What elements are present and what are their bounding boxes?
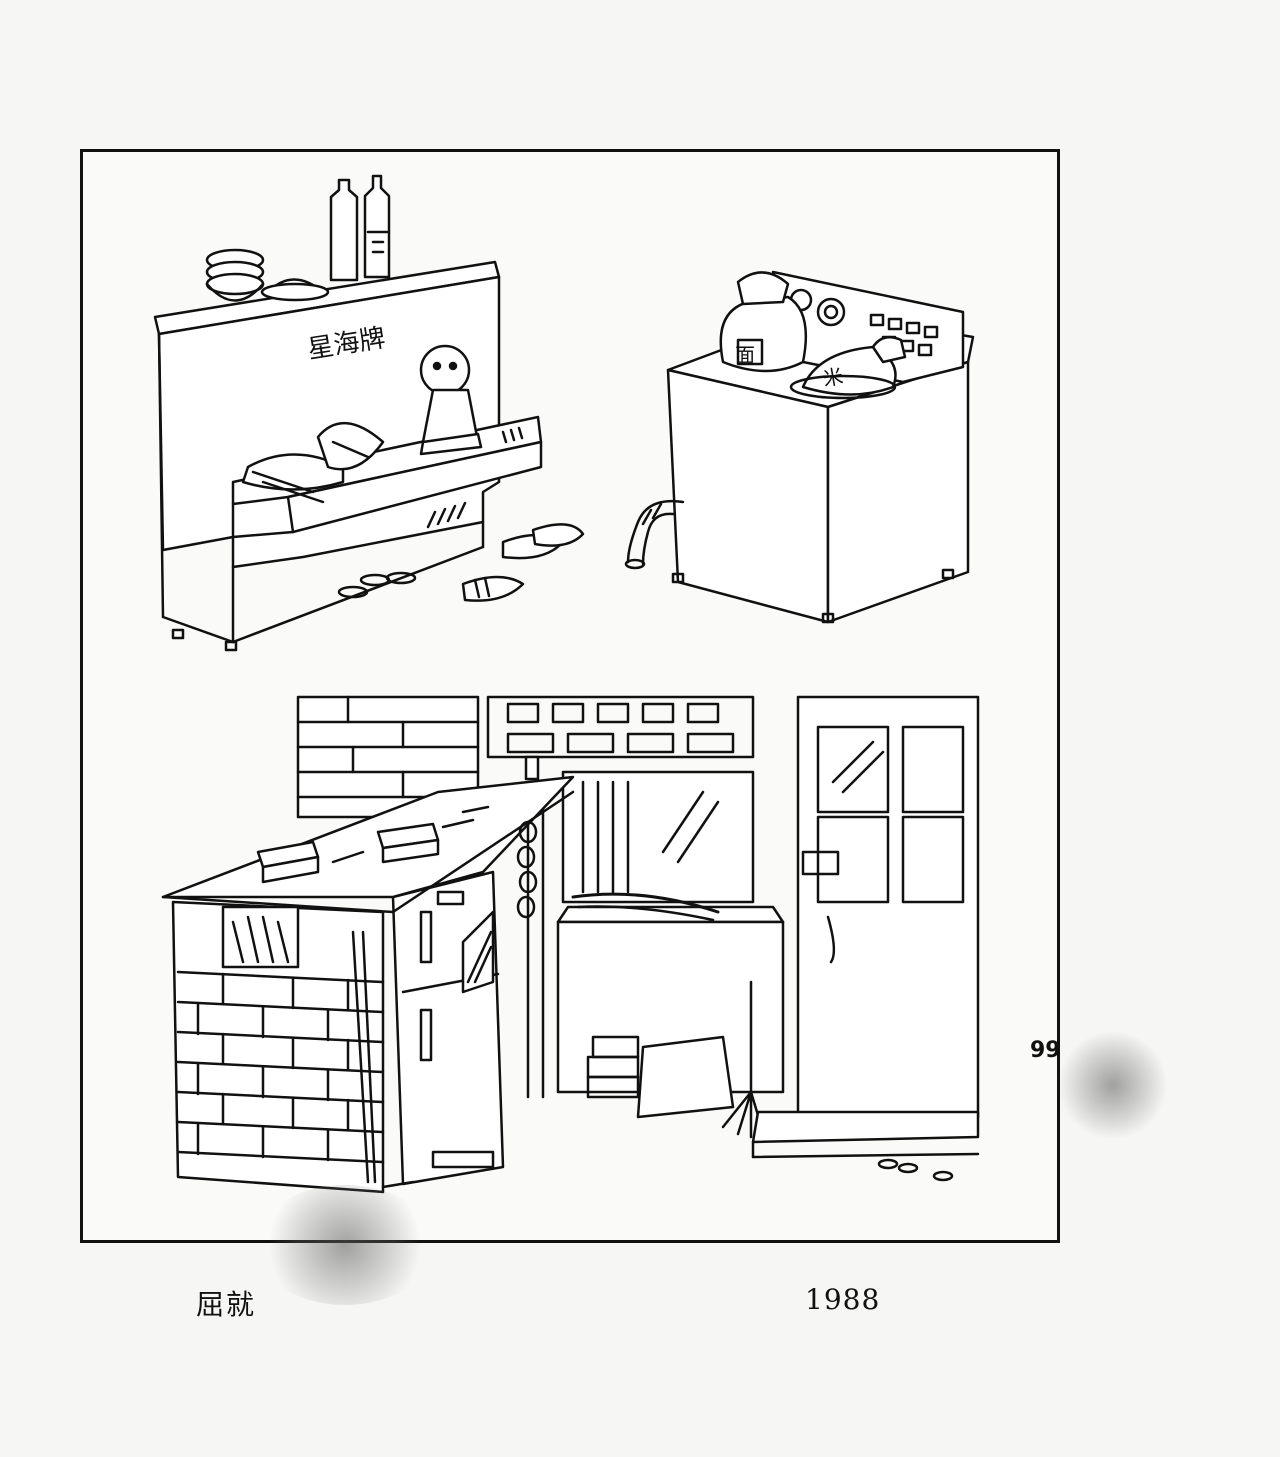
caption-year: 1988 xyxy=(805,1283,881,1316)
piano-drawing xyxy=(153,174,585,652)
caption-title: 屈就 xyxy=(196,1288,257,1321)
kitchen-scene-drawing xyxy=(161,695,980,1194)
ink-smudge xyxy=(255,1185,435,1305)
cartoon-drawing: 星海牌 xyxy=(153,174,980,1194)
page-number: 99 xyxy=(1030,1038,1061,1063)
rice-bag-label: 米 xyxy=(821,364,845,391)
washing-machine-drawing xyxy=(624,270,975,624)
flour-bag-label: 面 xyxy=(735,343,755,367)
illustration-frame: 星海牌 xyxy=(80,149,1060,1243)
ink-smudge xyxy=(1058,1030,1168,1140)
